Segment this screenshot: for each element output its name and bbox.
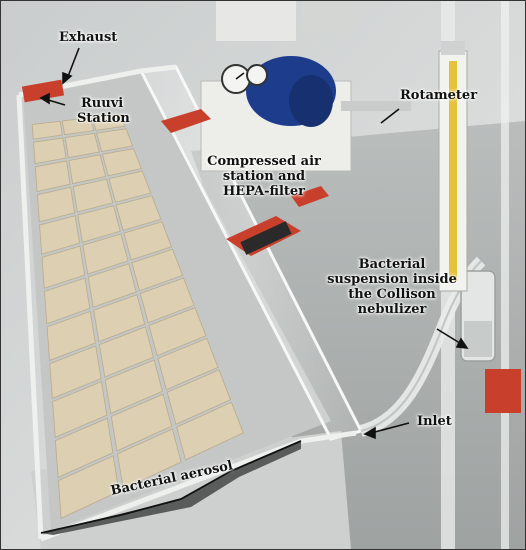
wood-tile [49,345,102,399]
red-container [485,369,521,413]
label-inlet: Inlet [417,414,452,429]
background-device [301,1,356,31]
clamp-3 [291,186,329,207]
wood-tile [110,393,173,452]
wood-tile [44,277,91,325]
wood-tile [46,310,96,362]
exhaust-arrowhead [62,71,73,85]
wood-tile [82,233,129,275]
pressure-gauge-2 [246,64,268,86]
wood-tile [117,428,182,490]
exhaust-port [21,79,65,103]
label-rotameter: Rotameter [400,88,478,103]
wood-tile [87,263,137,308]
wood-tile [131,248,184,292]
label-suspension-1: Bacterial [358,257,426,272]
chamber-rim-left [16,94,44,540]
inlet-arrowhead [363,426,376,440]
wood-tile [68,154,107,185]
rotameter-arrow [380,108,400,124]
wood-tile [166,369,232,425]
aerosol-flow-line [40,440,302,534]
air-line-connector [341,101,411,111]
wood-tile [34,160,71,192]
wood-tile [57,455,120,520]
exhaust-arrow [66,47,80,80]
wood-samples [31,113,244,520]
label-ruuvi-2: Station [77,111,130,126]
wood-tile [96,128,134,153]
wood-tile [72,178,114,213]
bacterial-suspension [464,321,492,357]
wood-tile [77,205,121,243]
rotameter-cap [441,41,465,55]
wood-tile [176,401,244,461]
wood-tile [157,337,219,391]
background-box [216,1,296,41]
annotation-arrows [39,47,469,440]
pump-motor-end [289,75,333,127]
wood-tile [54,417,114,478]
clamp-handle-1 [240,221,292,255]
wood-tile [98,326,154,378]
wood-tile [108,170,152,203]
wood-tile [33,137,67,165]
label-suspension-2: suspension inside [327,272,457,287]
wood-tile [93,294,146,343]
wood-tile [91,113,126,131]
wood-tile [148,307,207,357]
wood-tile [52,381,108,438]
enclosure-post-right [501,1,509,549]
nebulizer-arrowhead [455,337,469,349]
wood-tile [41,245,86,289]
label-suspension-4: nebulizer [357,302,427,317]
rotameter-tube [449,61,457,281]
label-suspension-3: the Collison [348,287,436,302]
label-compressed-3: HEPA-filter [222,184,306,199]
wood-tile [139,277,195,324]
wood-tile [39,215,80,255]
wood-tile [31,120,63,140]
wood-tile [61,117,95,136]
clamp-2 [161,109,211,133]
wood-tile [104,359,163,415]
label-exhaust: Exhaust [59,30,118,45]
wood-tile [101,148,142,177]
wood-tile [115,195,162,231]
label-ruuvi-1: Ruuvi [81,96,124,111]
ruuvi-arrowhead [39,92,50,105]
inlet-arrow [370,422,410,434]
wood-tile [64,132,100,159]
wood-tile [36,186,76,223]
label-compressed-1: Compressed air [207,154,321,169]
label-compressed-2: station and [222,169,306,184]
wood-tile [123,221,173,261]
